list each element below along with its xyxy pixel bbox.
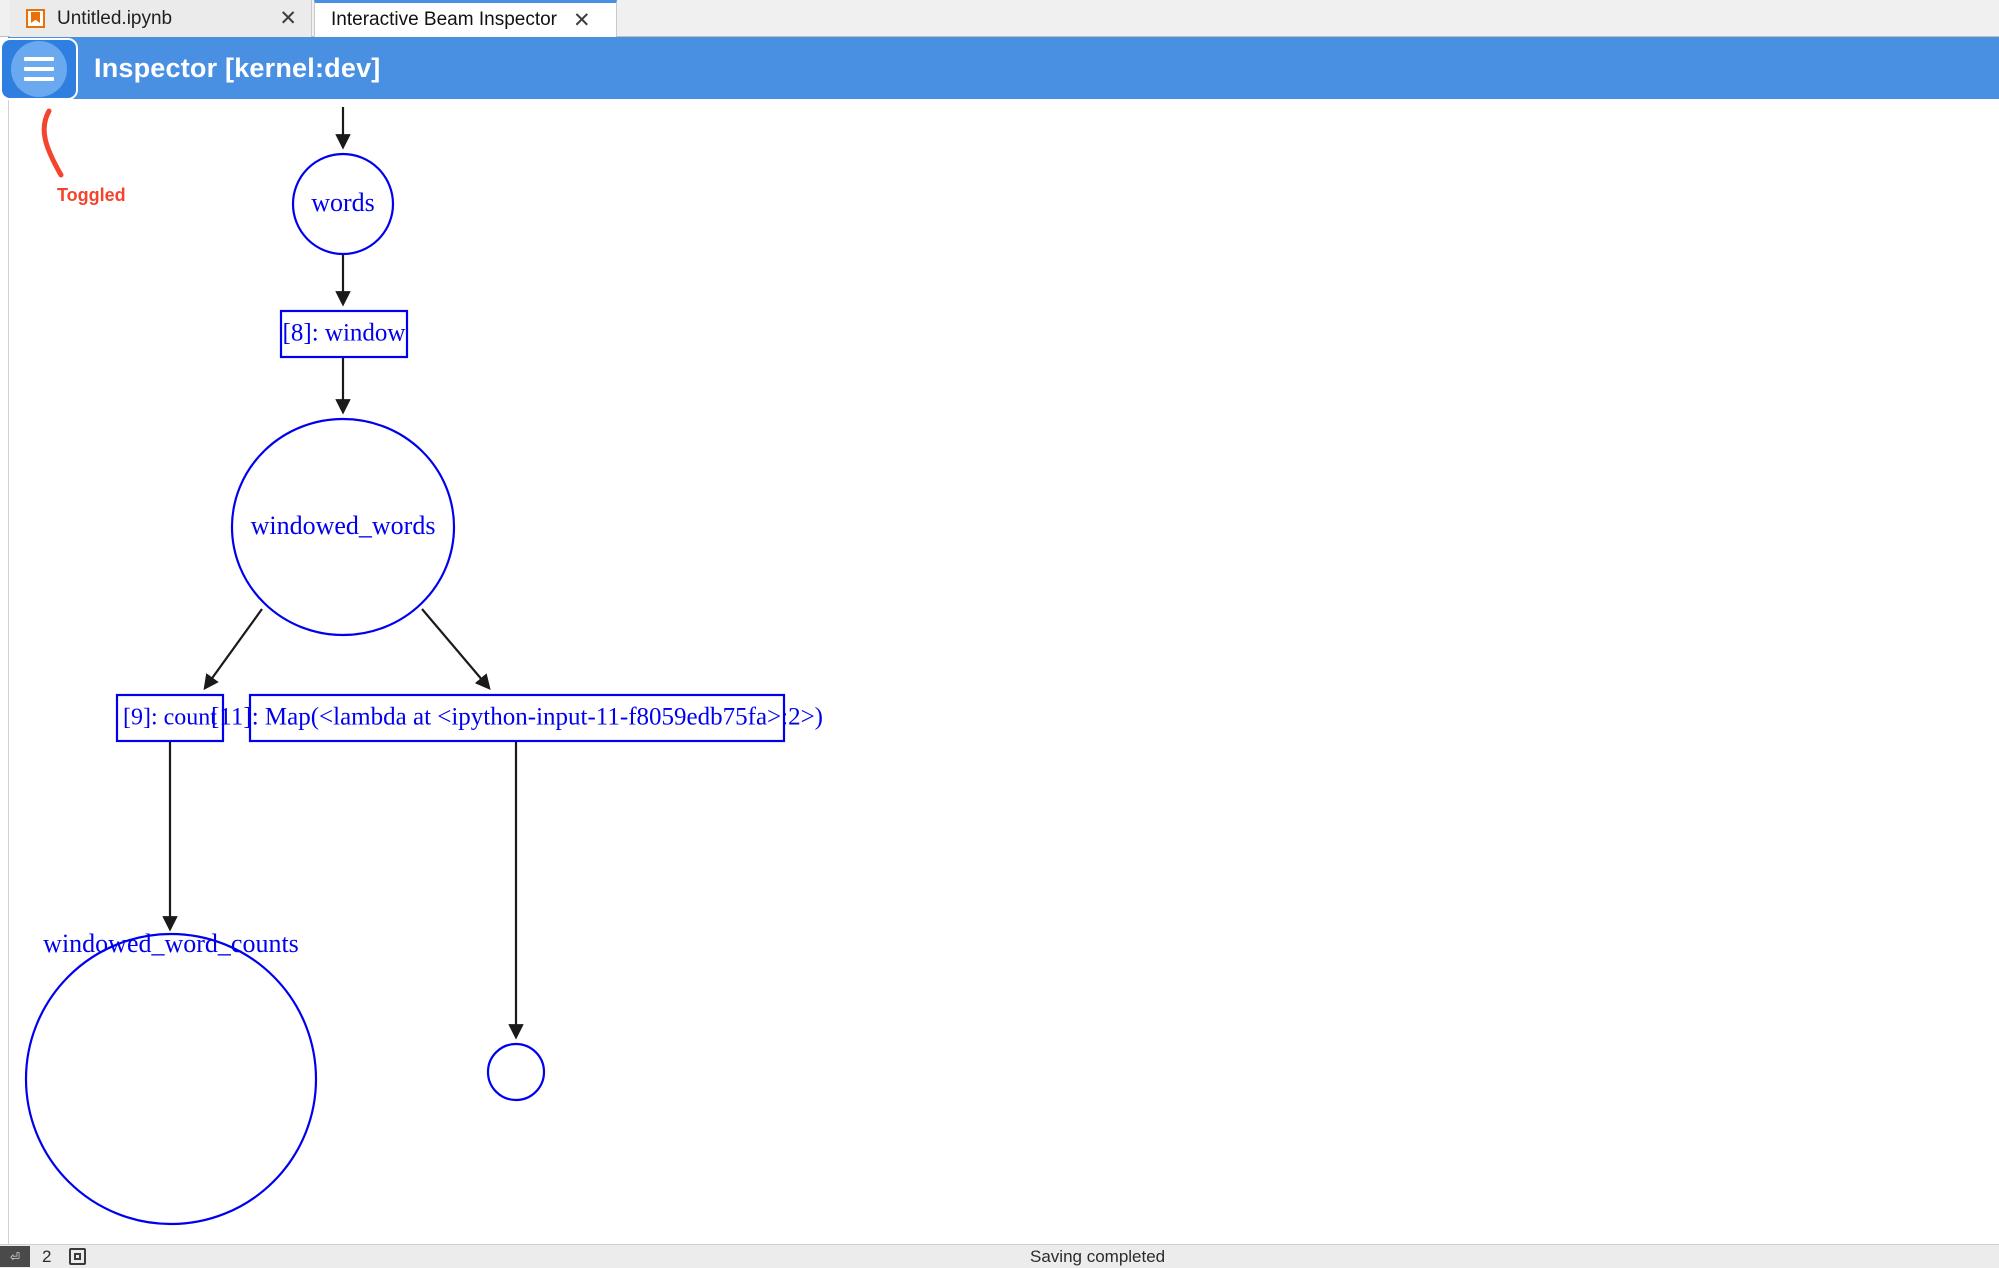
page-title: Inspector [kernel:dev] — [94, 52, 381, 83]
chip-icon[interactable] — [69, 1248, 87, 1265]
edge-windowed-words-to-count — [203, 608, 263, 691]
tab-interactive-beam-inspector[interactable]: Interactive Beam Inspector ✕ — [314, 0, 617, 37]
toggled-annotation: Toggled — [41, 108, 126, 205]
node-count-transform[interactable]: [9]: count — [115, 693, 225, 743]
node-label: [8]: window — [283, 320, 406, 347]
node-label: [11]: Map(<lambda at <ipython-input-11-f… — [211, 704, 823, 731]
node-map-lambda-transform[interactable]: [11]: Map(<lambda at <ipython-input-11-f… — [211, 693, 823, 743]
node-label: [9]: count — [123, 705, 217, 731]
status-message: Saving completed — [1030, 1246, 1166, 1266]
hamburger-icon — [11, 41, 67, 97]
node-shape[interactable] — [291, 152, 395, 256]
node-window-transform[interactable]: [8]: window — [279, 309, 409, 359]
node-label: windowed_word_counts — [43, 929, 299, 958]
annotation-arrow — [41, 108, 64, 178]
annotation-label: Toggled — [57, 185, 126, 205]
inspector-header — [8, 37, 1999, 99]
tab-label: Untitled.ipynb — [57, 7, 173, 29]
hamburger-menu-button[interactable] — [0, 38, 78, 100]
node-windowed-word-counts[interactable]: windowed_word_counts — [24, 929, 318, 1226]
node-label: windowed_words — [251, 511, 436, 540]
close-icon[interactable]: ✕ — [279, 7, 297, 30]
status-bar: ⏎ 2 Saving completed — [0, 1244, 1999, 1268]
notebook-icon — [26, 9, 45, 28]
node-label: words — [311, 188, 375, 217]
tab-label: Interactive Beam Inspector — [331, 9, 557, 30]
kernel-count[interactable]: 2 — [42, 1246, 52, 1266]
hamburger-bar — [24, 67, 54, 71]
node-output-pcollection[interactable] — [486, 1042, 546, 1102]
node-shape[interactable] — [279, 309, 409, 359]
hamburger-bar — [24, 77, 54, 81]
status-bar-left: ⏎ 2 — [0, 1245, 87, 1268]
node-words[interactable]: words — [291, 152, 395, 256]
pipeline-graph-canvas[interactable]: Toggled words [8]: win — [8, 99, 1999, 1244]
node-shape[interactable] — [486, 1042, 546, 1102]
node-shape[interactable] — [248, 693, 786, 743]
node-shape[interactable] — [115, 693, 225, 743]
close-icon[interactable]: ✕ — [573, 8, 591, 32]
tab-bar: Untitled.ipynb ✕ Interactive Beam Inspec… — [0, 0, 1999, 37]
edge-windowed-words-to-map — [421, 608, 491, 690]
node-windowed-words[interactable]: windowed_words — [230, 417, 456, 637]
tab-untitled-notebook[interactable]: Untitled.ipynb ✕ — [10, 0, 312, 37]
pipeline-graph: Toggled words [8]: win — [24, 107, 823, 1226]
graph-nodes: words [8]: window windowed_words [9]: co… — [24, 152, 823, 1226]
node-shape[interactable] — [24, 932, 318, 1226]
graph-edges — [162, 107, 524, 1040]
node-shape[interactable] — [230, 417, 456, 637]
terminal-icon[interactable]: ⏎ — [0, 1246, 30, 1267]
hamburger-bar — [24, 57, 54, 61]
